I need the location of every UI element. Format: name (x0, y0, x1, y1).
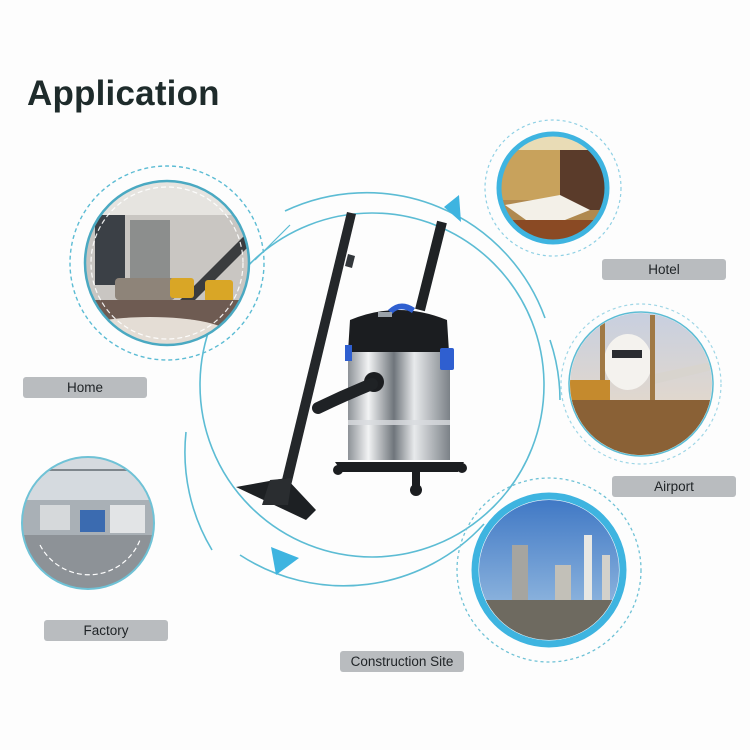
airport-label: Airport (612, 476, 736, 497)
page-title: Application (27, 74, 220, 113)
home-label: Home (23, 377, 147, 398)
factory-label: Factory (44, 620, 168, 641)
hotel-photo (484, 119, 622, 257)
hotel-label: Hotel (602, 259, 726, 280)
arrow-bottom-icon (271, 547, 299, 575)
construction-photo (456, 477, 642, 663)
factory-photo (21, 456, 155, 590)
airport-photo (560, 303, 722, 465)
construction-site-label: Construction Site (340, 651, 464, 672)
arrow-top-icon (444, 195, 461, 222)
home-photo (69, 165, 265, 361)
vacuum-cleaner-image (236, 212, 467, 520)
center-ring (184, 191, 561, 587)
